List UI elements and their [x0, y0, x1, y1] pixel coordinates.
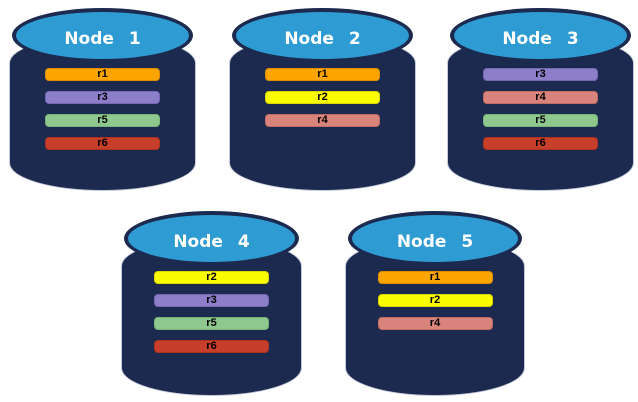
replica-bar: r5 — [483, 114, 598, 127]
replica-label: r1 — [429, 271, 441, 283]
replica-bar: r4 — [377, 317, 493, 330]
replica-bar: r2 — [377, 294, 493, 307]
replica-bar: r4 — [483, 91, 598, 104]
replica-list: r1 r2 r4 — [229, 68, 416, 127]
replica-list: r2 r3 r5 r6 — [121, 271, 302, 353]
replica-label: r3 — [206, 294, 217, 306]
replica-label: r4 — [429, 317, 441, 329]
replica-label: r6 — [97, 137, 108, 149]
node-cylinder: Node 2 r1 r2 r4 — [229, 8, 416, 191]
node-cylinder: Node 1 r1 r3 r5 r6 — [9, 8, 196, 191]
replica-label: r1 — [317, 68, 328, 80]
replica-label: r5 — [97, 114, 108, 126]
cylinder-top: Node 4 — [124, 211, 299, 266]
replica-label: r5 — [535, 114, 546, 126]
node-title: Node 3 — [502, 29, 579, 49]
replica-bar: r5 — [154, 317, 269, 330]
replica-bar: r6 — [483, 137, 598, 150]
replica-bar: r2 — [265, 91, 380, 104]
replica-bar: r3 — [154, 294, 269, 307]
replica-bar: r1 — [265, 68, 380, 81]
replica-bar: r3 — [45, 91, 160, 104]
node-title: Node 5 — [396, 232, 474, 252]
replica-label: r2 — [206, 271, 217, 283]
replica-label: r1 — [97, 68, 108, 80]
cylinder-top: Node 1 — [12, 8, 193, 63]
node-cylinder: Node 4 r2 r3 r5 r6 — [121, 211, 302, 396]
node-cylinder: Node 3 r3 r4 r5 r6 — [447, 8, 634, 191]
replica-bar: r2 — [154, 271, 269, 284]
replica-bar: r1 — [377, 271, 493, 284]
replica-label: r4 — [535, 91, 546, 103]
replica-list: r1 r2 r4 — [345, 271, 525, 330]
replica-bar: r1 — [45, 68, 160, 81]
node-title: Node 4 — [173, 232, 250, 252]
replica-bar: r3 — [483, 68, 598, 81]
replica-bar: r6 — [45, 137, 160, 150]
node-cylinder: Node 5 r1 r2 r4 — [345, 211, 525, 396]
replica-label: r2 — [317, 91, 328, 103]
replica-label: r3 — [535, 68, 546, 80]
replica-list: r3 r4 r5 r6 — [447, 68, 634, 150]
cylinder-top: Node 5 — [348, 211, 522, 266]
replica-bar: r4 — [265, 114, 380, 127]
replica-list: r1 r3 r5 r6 — [9, 68, 196, 150]
replica-label: r5 — [206, 317, 217, 329]
replica-label: r6 — [535, 137, 546, 149]
cylinder-top: Node 3 — [450, 8, 631, 63]
node-title: Node 2 — [284, 29, 361, 49]
replica-bar: r5 — [45, 114, 160, 127]
replica-label: r6 — [206, 340, 217, 352]
replica-bar: r6 — [154, 340, 269, 353]
replica-label: r4 — [317, 114, 328, 126]
replica-label: r2 — [429, 294, 441, 306]
cylinder-top: Node 2 — [232, 8, 413, 63]
node-title: Node 1 — [64, 29, 141, 49]
replica-label: r3 — [97, 91, 108, 103]
